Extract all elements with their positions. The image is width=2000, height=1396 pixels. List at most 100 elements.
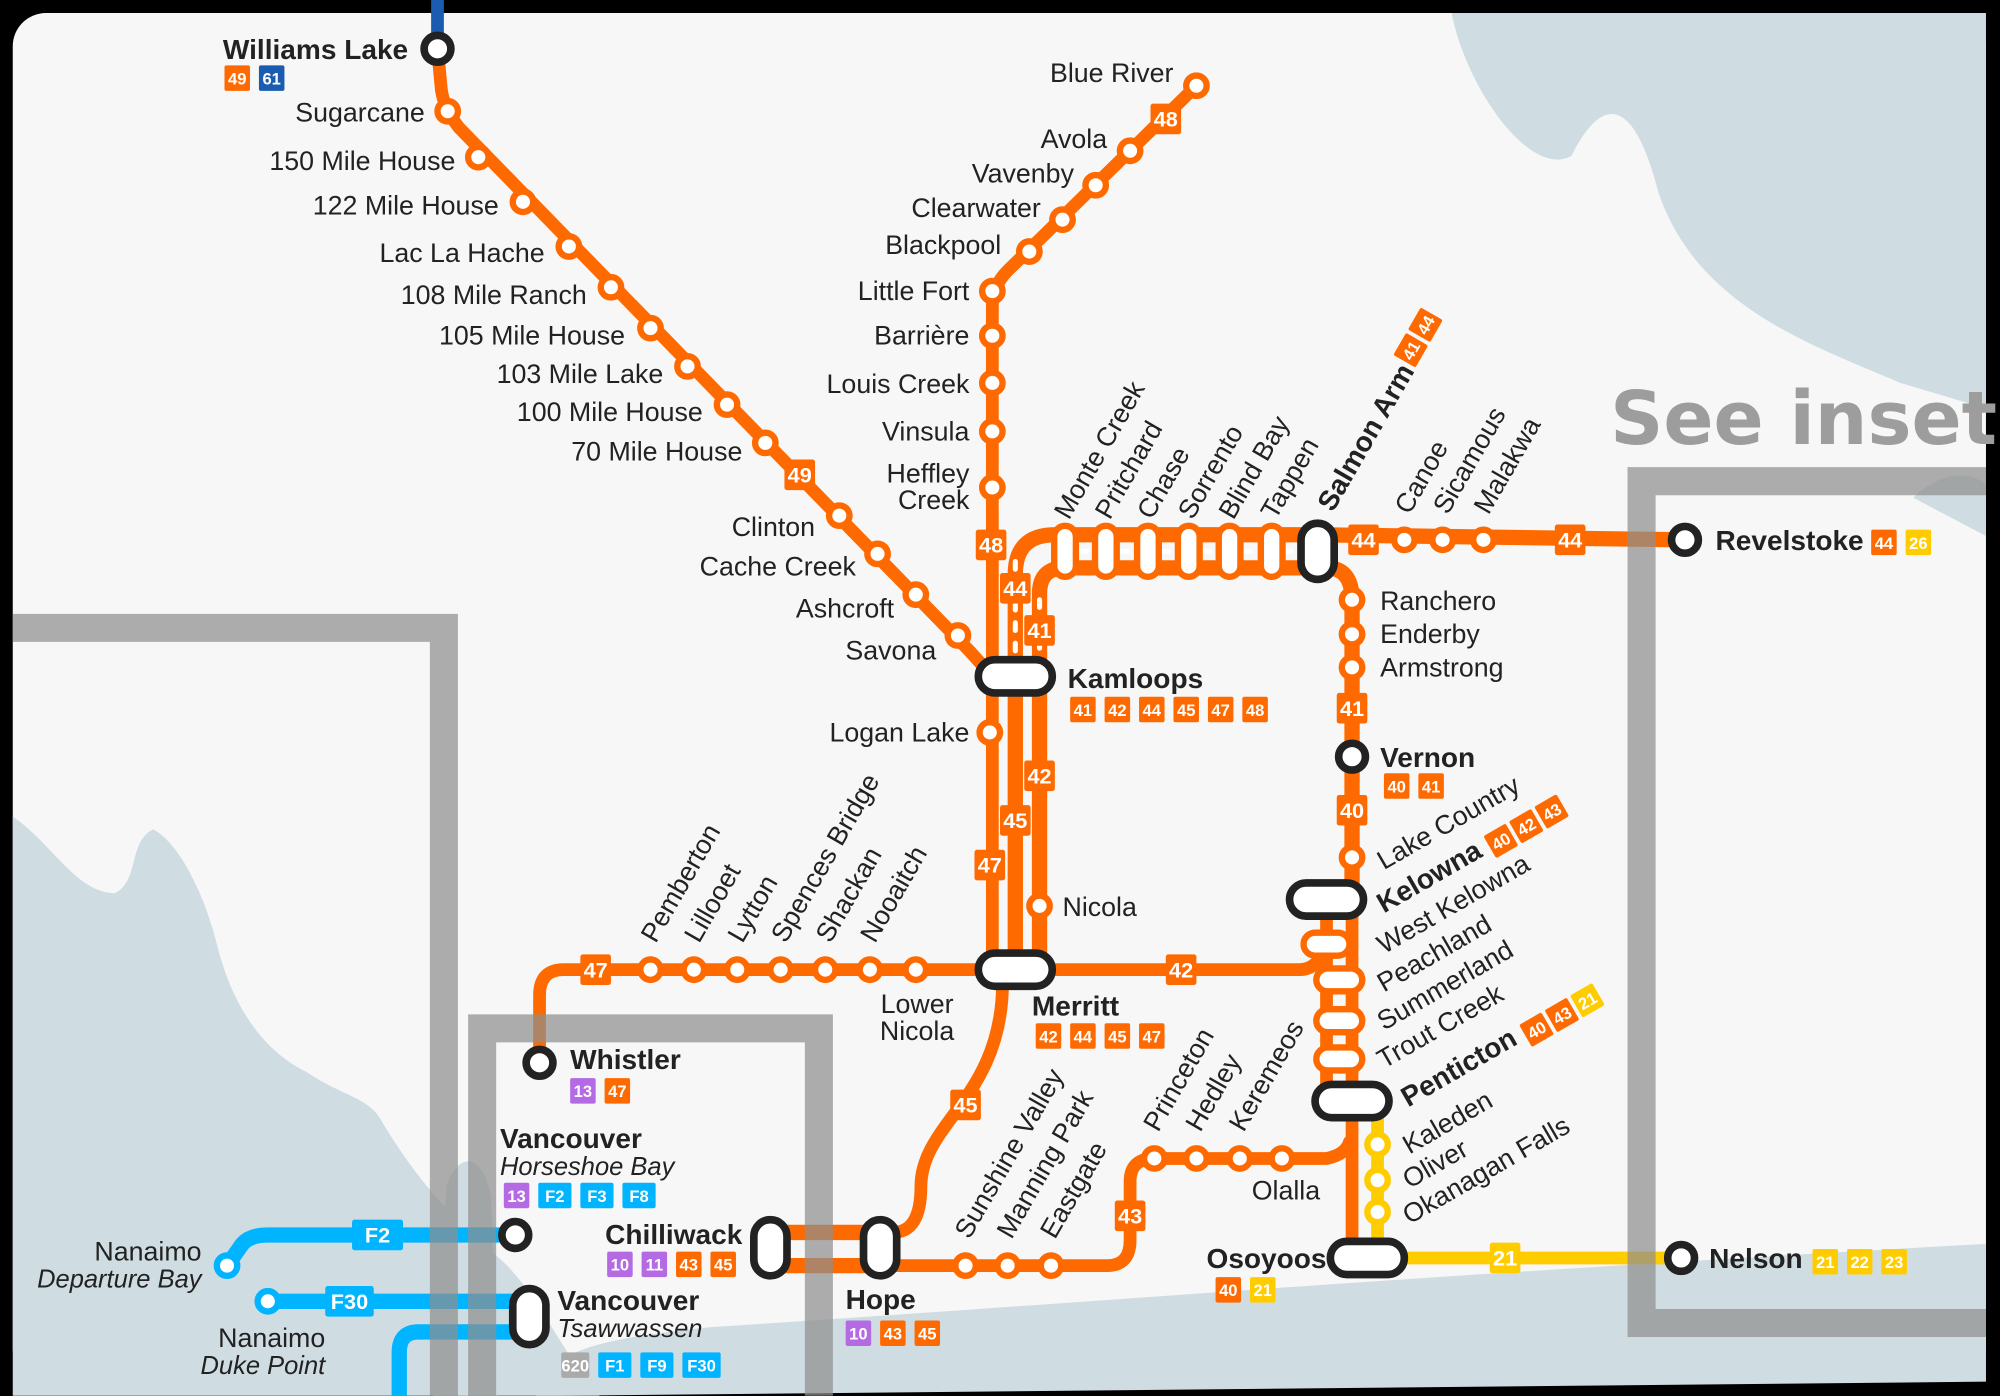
interchange-circle[interactable] <box>420 31 455 66</box>
station-marker[interactable] <box>508 1284 550 1349</box>
route-badge[interactable]: 43 <box>1545 998 1580 1033</box>
station-dot[interactable] <box>434 97 462 125</box>
station-marker[interactable] <box>509 188 537 216</box>
station-marker[interactable] <box>751 429 779 457</box>
station-marker[interactable] <box>750 1215 791 1280</box>
station-marker[interactable] <box>1015 238 1043 265</box>
station-marker[interactable] <box>978 418 1006 445</box>
station-marker[interactable] <box>1390 526 1418 554</box>
station-marker[interactable] <box>1082 171 1110 199</box>
station-dot[interactable] <box>978 277 1006 305</box>
route-badge[interactable]: 40 <box>1215 1277 1242 1303</box>
station-marker[interactable] <box>1313 1006 1366 1036</box>
route-badge[interactable]: F3 <box>580 1182 614 1209</box>
station-marker[interactable] <box>1338 653 1366 681</box>
station-dot[interactable] <box>1268 1145 1296 1172</box>
route-badge[interactable]: 47 <box>1139 1023 1165 1049</box>
station-marker[interactable] <box>978 474 1006 501</box>
station-pill[interactable] <box>1091 522 1120 581</box>
station-marker[interactable] <box>1313 965 1366 995</box>
route-badge[interactable]: 40 <box>1383 773 1410 799</box>
station-pill[interactable] <box>1300 929 1353 959</box>
station-marker[interactable] <box>522 1045 557 1081</box>
station-marker[interactable] <box>825 502 853 529</box>
station-dot[interactable] <box>1364 1166 1391 1194</box>
station-dot[interactable] <box>1116 137 1144 165</box>
station-pill[interactable] <box>1174 522 1203 581</box>
station-marker[interactable] <box>1140 1145 1168 1172</box>
station-dot[interactable] <box>811 956 839 984</box>
interchange-circle[interactable] <box>1663 1240 1699 1276</box>
route-badge[interactable]: 45 <box>1104 1023 1131 1049</box>
station-dot[interactable] <box>1183 1145 1210 1172</box>
station-dot[interactable] <box>978 418 1006 445</box>
station-pill[interactable] <box>1285 879 1368 920</box>
station-marker[interactable] <box>637 956 664 984</box>
station-dot[interactable] <box>1183 72 1210 100</box>
station-dot[interactable] <box>1037 1252 1065 1279</box>
station-pill[interactable] <box>1133 522 1162 581</box>
route-badge[interactable]: 44 <box>1408 307 1443 342</box>
station-marker[interactable] <box>674 352 701 380</box>
station-marker[interactable] <box>974 655 1057 697</box>
station-marker[interactable] <box>811 956 839 984</box>
station-marker[interactable] <box>864 540 891 568</box>
station-marker[interactable] <box>1364 1198 1391 1226</box>
route-badge[interactable]: 44 <box>1871 529 1897 556</box>
station-marker[interactable] <box>1334 739 1370 774</box>
route-badge[interactable]: 44 <box>1139 696 1165 723</box>
route-badge[interactable]: 45 <box>914 1320 941 1346</box>
station-marker[interactable] <box>944 622 972 649</box>
station-dot[interactable] <box>1226 1145 1254 1172</box>
station-pill[interactable] <box>1051 522 1080 581</box>
station-marker[interactable] <box>713 391 741 419</box>
station-marker[interactable] <box>978 369 1006 397</box>
interchange-circle[interactable] <box>498 1217 533 1253</box>
route-badge[interactable]: 43 <box>1534 794 1569 829</box>
route-badge[interactable]: 42 <box>1509 809 1544 844</box>
station-marker[interactable] <box>1268 1145 1296 1172</box>
station-marker[interactable] <box>1183 1145 1210 1172</box>
station-marker[interactable] <box>994 1252 1022 1279</box>
station-pill[interactable] <box>974 655 1057 697</box>
station-dot[interactable] <box>674 352 701 380</box>
route-badge[interactable]: 45 <box>710 1251 736 1278</box>
route-badge[interactable]: 11 <box>641 1251 668 1278</box>
station-dot[interactable] <box>978 369 1006 397</box>
station-pill[interactable] <box>508 1284 550 1349</box>
station-marker[interactable] <box>1037 1252 1065 1279</box>
station-marker[interactable] <box>1297 519 1339 584</box>
station-dot[interactable] <box>464 143 492 171</box>
route-badge[interactable]: 21 <box>1570 983 1605 1018</box>
station-marker[interactable] <box>1174 522 1203 581</box>
route-badge[interactable]: F8 <box>622 1182 656 1209</box>
route-badge[interactable]: 44 <box>1070 1023 1096 1049</box>
station-marker[interactable] <box>498 1217 533 1253</box>
station-dot[interactable] <box>509 188 537 216</box>
station-marker[interactable] <box>464 143 492 171</box>
station-dot[interactable] <box>1082 171 1110 199</box>
route-badge[interactable]: 49 <box>224 65 250 91</box>
route-badge[interactable]: 48 <box>1242 696 1268 723</box>
station-marker[interactable] <box>723 956 751 984</box>
station-pill[interactable] <box>1313 1006 1366 1036</box>
station-marker[interactable] <box>1116 137 1144 165</box>
station-marker[interactable] <box>976 719 1004 746</box>
station-dot[interactable] <box>1470 526 1497 554</box>
station-dot[interactable] <box>944 622 972 649</box>
interchange-circle[interactable] <box>522 1045 557 1081</box>
interchange-circle[interactable] <box>1667 522 1703 558</box>
station-dot[interactable] <box>713 391 741 419</box>
station-dot[interactable] <box>952 1252 979 1279</box>
route-badge[interactable]: 43 <box>676 1251 702 1278</box>
station-pill[interactable] <box>1313 965 1366 995</box>
station-dot[interactable] <box>978 474 1006 501</box>
station-dot[interactable] <box>902 956 930 984</box>
station-dot[interactable] <box>856 956 884 984</box>
station-marker[interactable] <box>1364 1131 1391 1158</box>
route-badge[interactable]: 620 <box>561 1352 590 1378</box>
station-marker[interactable] <box>1049 206 1076 234</box>
station-marker[interactable] <box>1091 522 1120 581</box>
route-badge[interactable]: F9 <box>640 1352 674 1378</box>
station-dot[interactable] <box>637 314 664 342</box>
